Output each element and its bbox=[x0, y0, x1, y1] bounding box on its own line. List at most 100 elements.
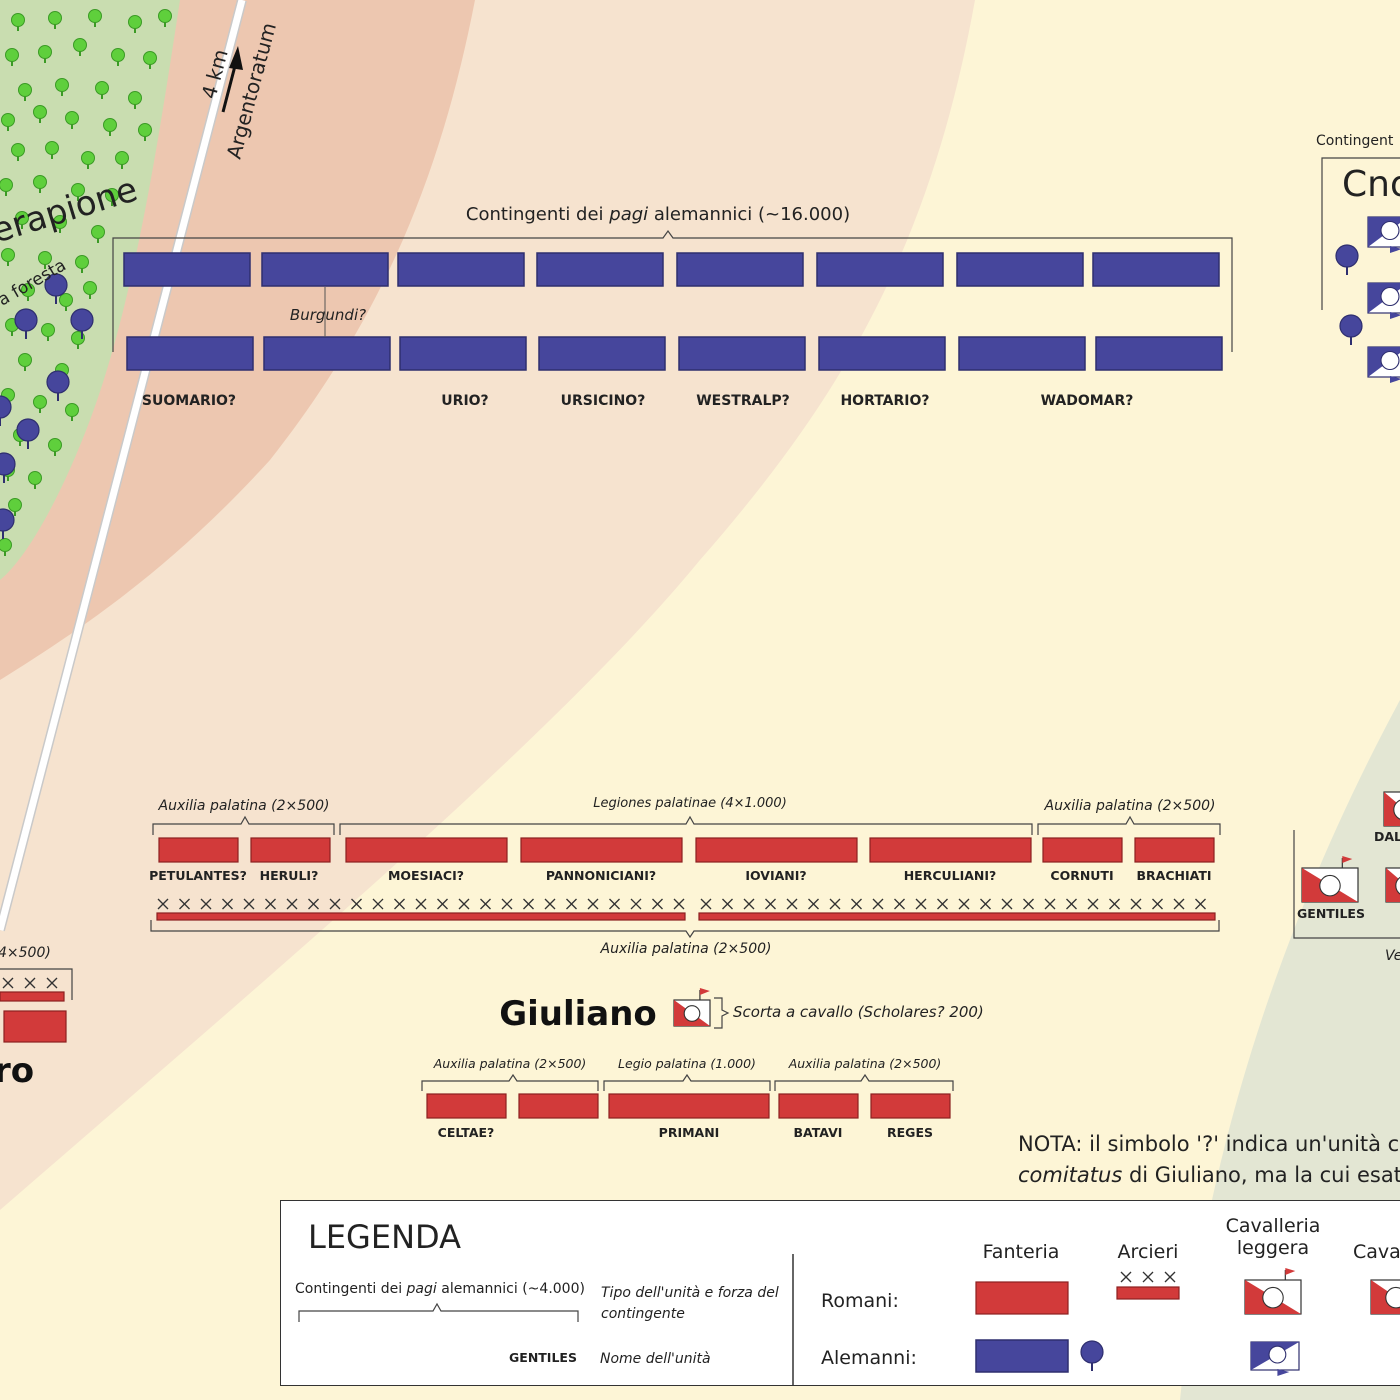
alamanni-cavalry-icon bbox=[1367, 216, 1400, 253]
alamanni-unit bbox=[399, 336, 527, 371]
alamanni-unit bbox=[261, 252, 389, 287]
legend-col-light-cav-2: leggera bbox=[1237, 1237, 1309, 1259]
alamanni-contingent-label: Contingent bbox=[1316, 133, 1394, 149]
left-unit bbox=[3, 1010, 67, 1043]
tree-icon bbox=[15, 211, 29, 225]
rear-group-center: Legio palatina (1.000) bbox=[618, 1056, 756, 1071]
tree-icon bbox=[91, 225, 105, 239]
tree-icon bbox=[143, 51, 157, 65]
group-auxilia-right: Auxilia palatina (2×500) bbox=[1044, 798, 1216, 814]
right-cavalry-icon bbox=[1383, 791, 1400, 827]
alamanni-unit bbox=[676, 252, 804, 287]
alamanni-pin-icon bbox=[14, 308, 38, 332]
legend: LEGENDA Contingenti dei pagi alemannici … bbox=[280, 1200, 1400, 1386]
alamanni-cavalry-units bbox=[1335, 216, 1400, 383]
legend-roman-infantry bbox=[975, 1281, 1069, 1315]
alamanni-unit bbox=[538, 336, 666, 371]
roman-unit-label: BRACHIATI bbox=[1137, 868, 1212, 883]
alamanni-leader-label: URIO? bbox=[441, 393, 488, 409]
roman-infantry-unit bbox=[250, 837, 331, 863]
escort-label: Scorta a cavallo (Scholares? 200) bbox=[733, 1003, 984, 1021]
tree-icon bbox=[11, 143, 25, 157]
roman-unit-label: CELTAE? bbox=[438, 1125, 495, 1140]
tree-icon bbox=[128, 15, 142, 29]
alamanni-line: Contingenti dei pagi alemannici (~16.000… bbox=[112, 204, 1233, 409]
legend-col-infantry: Fanteria bbox=[983, 1241, 1060, 1263]
tree-icon bbox=[38, 251, 52, 265]
legend-row-alamanni: Alemanni: bbox=[821, 1347, 917, 1369]
alamanni-unit bbox=[536, 252, 664, 287]
alamanni-unit bbox=[1095, 336, 1223, 371]
alamanni-pin-icon bbox=[16, 418, 40, 442]
roman-unit-label: MOESIACI? bbox=[388, 868, 464, 883]
tree-icon bbox=[158, 9, 172, 23]
roman-infantry-unit bbox=[158, 837, 239, 863]
alamanni-unit bbox=[263, 336, 391, 371]
legend-alamanni-infantry bbox=[975, 1339, 1069, 1373]
tree-icon bbox=[41, 323, 55, 337]
roman-front-labels: PETULANTES?HERULI?MOESIACI?PANNONICIANI?… bbox=[149, 868, 1211, 883]
roman-rear-line: Auxilia palatina (2×500) Legio palatina … bbox=[421, 1056, 954, 1140]
left-roman-group: 4×500) ro bbox=[0, 945, 73, 1091]
roman-unit-label: IOVIANI? bbox=[745, 868, 806, 883]
archers-group-label: Auxilia palatina (2×500) bbox=[600, 941, 772, 957]
alamanni-rear-row bbox=[126, 336, 1223, 371]
right-cavalry-icon bbox=[1385, 867, 1400, 903]
tree-icon bbox=[88, 9, 102, 23]
roman-unit-label: PRIMANI bbox=[659, 1125, 720, 1140]
tree-icon bbox=[18, 83, 32, 97]
tree-icon bbox=[81, 151, 95, 165]
note-line-2: comitatus di Giuliano, ma la cui esatt bbox=[1018, 1163, 1400, 1187]
tree-icon bbox=[115, 151, 129, 165]
legend-col-cav: Cava bbox=[1353, 1241, 1400, 1263]
road-arrow bbox=[221, 46, 243, 113]
alamanni-commander: Cno bbox=[1342, 164, 1400, 205]
roman-rear-units bbox=[426, 1093, 951, 1119]
gentiles-cavalry-icon bbox=[1301, 856, 1359, 903]
rear-group-left: Auxilia palatina (2×500) bbox=[433, 1056, 587, 1071]
group-legiones: Legiones palatinae (4×1.000) bbox=[593, 796, 787, 811]
rear-group-right: Auxilia palatina (2×500) bbox=[788, 1056, 942, 1071]
roman-unit-label: HERULI? bbox=[260, 868, 319, 883]
alamanni-pin-icon bbox=[1080, 1340, 1104, 1364]
tree-icon bbox=[103, 118, 117, 132]
tree-icon bbox=[11, 13, 25, 27]
alamanni-leader-label: WADOMAR? bbox=[1041, 393, 1134, 409]
tree-icon bbox=[73, 38, 87, 52]
roman-infantry-unit bbox=[870, 1093, 951, 1119]
roman-infantry-unit bbox=[345, 837, 508, 863]
legend-type-desc-1: Tipo dell'unità e forza del bbox=[601, 1285, 779, 1301]
roman-unit-label: PANNONICIANI? bbox=[546, 868, 656, 883]
alamanni-front-row bbox=[123, 252, 1220, 287]
right-roman-cavalry bbox=[1301, 791, 1400, 903]
forest-alamanni-ambush bbox=[0, 273, 94, 539]
alamanni-pin-icon bbox=[44, 273, 68, 297]
alamanni-pin-icon bbox=[46, 370, 70, 394]
roman-infantry-unit bbox=[1134, 837, 1215, 863]
right-gentiles-label: GENTILES bbox=[1297, 906, 1365, 921]
alamanni-pin-icon bbox=[0, 395, 12, 419]
roman-unit-label: HERCULIANI? bbox=[904, 868, 997, 883]
left-commander: ro bbox=[0, 1051, 34, 1091]
left-archers-bar bbox=[0, 991, 65, 1002]
legend-cavalry bbox=[1080, 1268, 1400, 1376]
tree-icon bbox=[1, 248, 15, 262]
roman-front-line: Auxilia palatina (2×500) Legiones palati… bbox=[149, 796, 1221, 957]
legend-roman-cavalry-icon bbox=[1370, 1279, 1400, 1315]
alamanni-unit bbox=[126, 336, 254, 371]
legend-col-light-cav-1: Cavalleria bbox=[1226, 1215, 1321, 1237]
roman-infantry-unit bbox=[778, 1093, 859, 1119]
road bbox=[0, 0, 246, 931]
alamanni-unit bbox=[123, 252, 251, 287]
alamanni-pin-icon bbox=[1335, 244, 1359, 268]
alamanni-pin-icon bbox=[1339, 314, 1363, 338]
roman-infantry-unit bbox=[1042, 837, 1123, 863]
roman-archers-left bbox=[156, 898, 686, 921]
legend-row-romans: Romani: bbox=[821, 1290, 899, 1312]
tree-icon bbox=[55, 78, 69, 92]
legend-roman-archers bbox=[1116, 1271, 1180, 1300]
tree-icon bbox=[8, 498, 22, 512]
group-auxilia-left: Auxilia palatina (2×500) bbox=[158, 798, 330, 814]
tree-icon bbox=[28, 471, 42, 485]
